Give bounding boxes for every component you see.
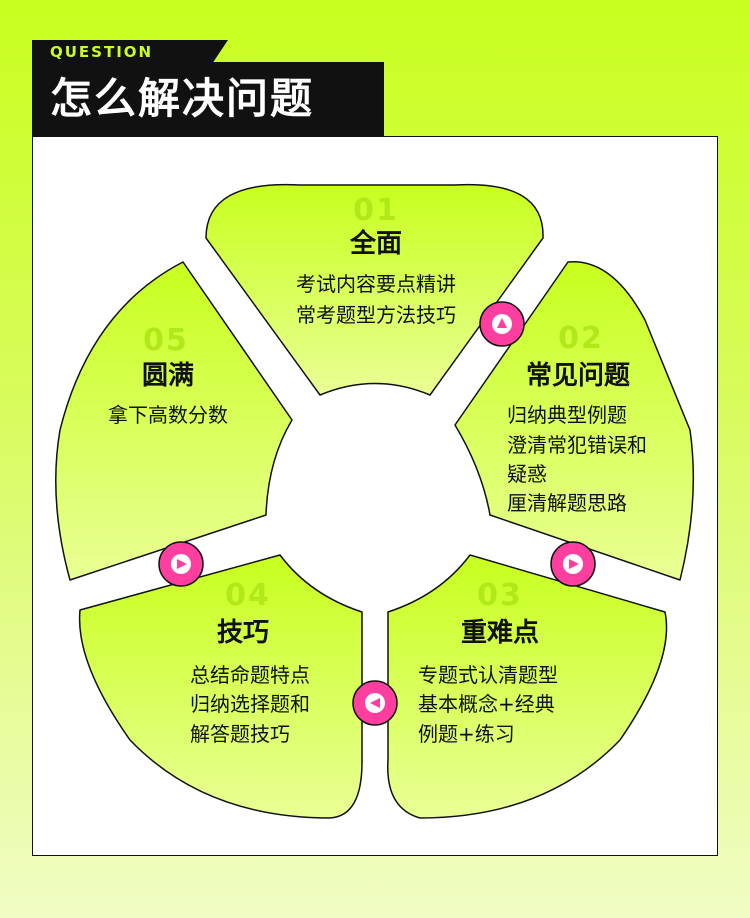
play-right-icon <box>569 559 579 569</box>
section-number: 01 <box>353 193 399 228</box>
section-number: 03 <box>477 578 523 613</box>
petal-03 <box>387 554 668 819</box>
play-left-icon <box>370 698 380 708</box>
section-line: 解答题技巧 <box>190 722 290 746</box>
badge-up[interactable] <box>479 301 525 347</box>
section-line: 澄清常犯错误和 <box>507 433 647 457</box>
section-line: 归纳选择题和 <box>190 692 310 716</box>
section-line: 归纳典型例题 <box>507 403 627 427</box>
section-title: 全面 <box>349 228 402 259</box>
petal-05 <box>55 261 293 581</box>
badge-right-2[interactable] <box>550 541 596 587</box>
section-title: 圆满 <box>142 361 194 391</box>
section-line: 常考题型方法技巧 <box>296 303 456 327</box>
section-number: 04 <box>225 578 271 613</box>
section-line: 厘清解题思路 <box>507 491 627 515</box>
header-bar: 怎么解决问题 <box>32 62 384 136</box>
section-04: 04 技巧 总结命题特点 归纳选择题和 解答题技巧 <box>190 578 310 746</box>
section-line: 基本概念+经典 <box>418 692 555 716</box>
header: QUESTION 怎么解决问题 <box>32 40 384 136</box>
section-05: 05 圆满 拿下高数分数 <box>108 323 228 427</box>
section-line: 疑惑 <box>507 462 547 486</box>
play-up-icon <box>497 318 507 328</box>
section-number: 05 <box>143 323 189 358</box>
section-number: 02 <box>558 321 604 356</box>
section-line: 考试内容要点精讲 <box>296 272 456 296</box>
section-line: 专题式认清题型 <box>418 663 558 687</box>
section-03: 03 重难点 专题式认清题型 基本概念+经典 例题+练习 <box>418 578 558 746</box>
petals <box>55 183 695 819</box>
section-line: 拿下高数分数 <box>108 403 228 427</box>
section-title: 常见问题 <box>526 361 630 391</box>
section-title: 重难点 <box>461 617 539 648</box>
section-line: 例题+练习 <box>418 722 515 746</box>
page-title: 怎么解决问题 <box>50 74 315 123</box>
header-subtitle: QUESTION <box>50 43 154 61</box>
badge-right-1[interactable] <box>158 541 204 587</box>
section-01: 01 全面 考试内容要点精讲 常考题型方法技巧 <box>296 193 456 327</box>
header-tab: QUESTION <box>32 40 228 64</box>
section-line: 总结命题特点 <box>190 663 310 687</box>
petal-01 <box>205 183 544 396</box>
badge-left[interactable] <box>352 680 398 726</box>
section-title: 技巧 <box>217 618 269 648</box>
petal-04 <box>78 554 363 819</box>
play-right-icon <box>177 559 187 569</box>
section-02: 02 常见问题 归纳典型例题 澄清常犯错误和 疑惑 厘清解题思路 <box>507 321 647 515</box>
